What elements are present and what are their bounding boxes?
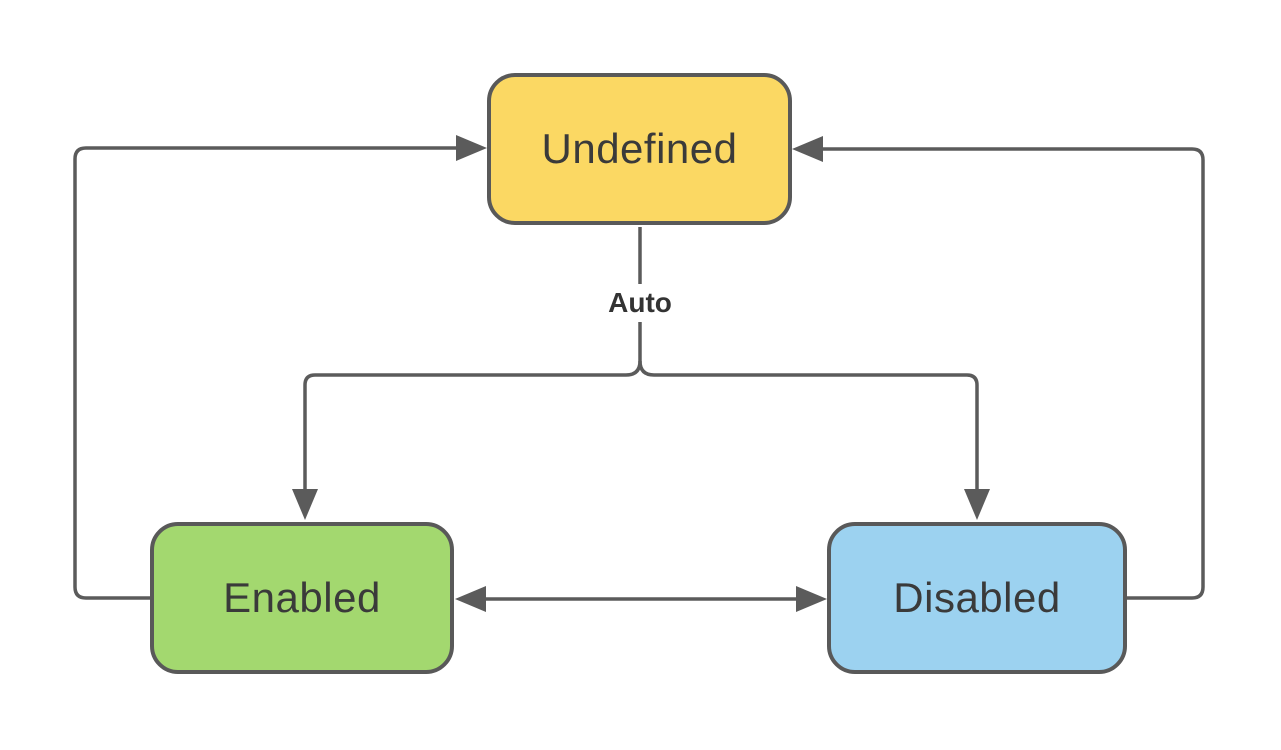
edge-enabled-to-undefined: [73, 135, 487, 600]
arrowhead-down-into-enabled: [292, 489, 318, 520]
arrowhead-left-into-enabled: [455, 586, 486, 612]
node-undefined-label: Undefined: [541, 125, 738, 172]
edge-enabled-disabled-bidirectional: [455, 586, 827, 612]
node-enabled-label: Enabled: [223, 574, 381, 621]
edge-disabled-to-undefined: [792, 136, 1205, 600]
arrowhead-down-into-disabled: [964, 489, 990, 520]
arrowhead-right-into-disabled: [796, 586, 827, 612]
node-enabled: Enabled: [150, 522, 454, 674]
node-disabled-label: Disabled: [893, 574, 1061, 621]
arrowhead-right-into-undefined: [456, 135, 487, 161]
edge-label-auto: Auto: [596, 284, 684, 322]
node-disabled: Disabled: [827, 522, 1127, 674]
edge-undefined-to-disabled: [638, 360, 990, 520]
edge-undefined-to-enabled: [292, 227, 642, 520]
arrowhead-left-into-undefined: [792, 136, 823, 162]
node-undefined: Undefined: [487, 73, 792, 225]
